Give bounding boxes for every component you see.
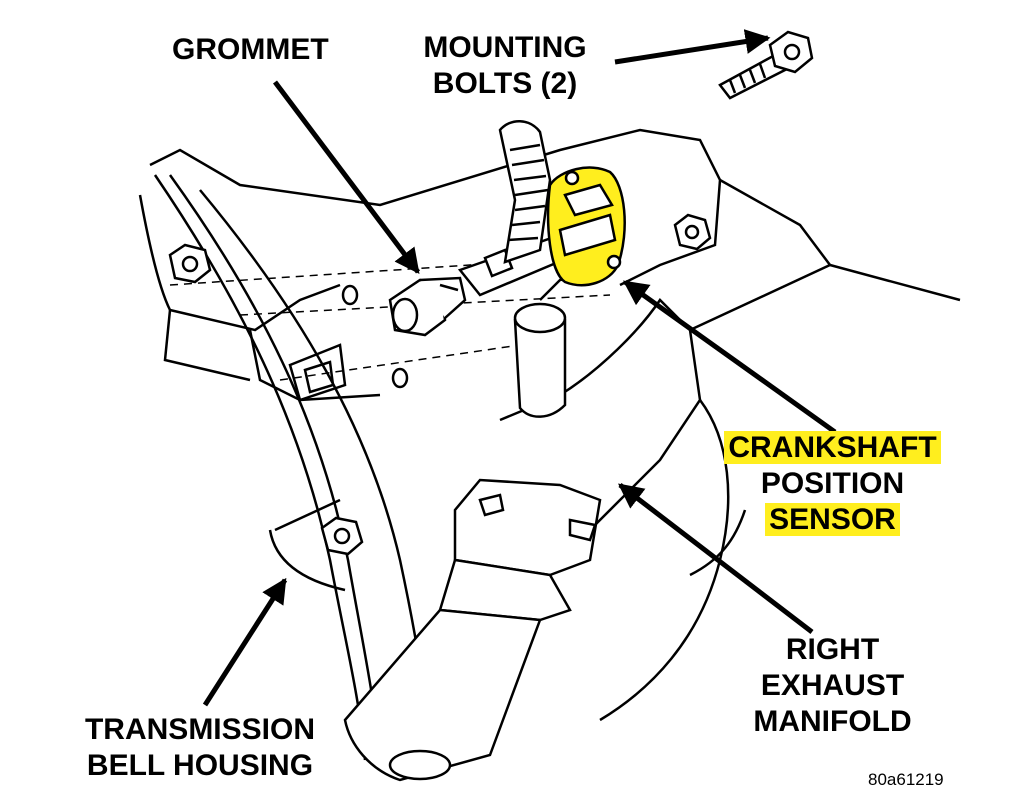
- transmission-bell-housing-label: TRANSMISSION BELL HOUSING: [55, 712, 345, 784]
- exhaust-line-3: MANIFOLD: [753, 705, 912, 738]
- bell-line-1: TRANSMISSION: [84, 713, 315, 746]
- engine-bolt-right: [673, 213, 712, 251]
- mounting-bolts-arrow: [614, 29, 771, 65]
- figure-id: 80a61219: [868, 770, 944, 789]
- exhaust-line-2: EXHAUST: [760, 669, 905, 702]
- grommet-arrow: [273, 80, 420, 274]
- crankshaft-position-sensor: [546, 166, 626, 287]
- mounting-bolts-line-1: MOUNTING: [423, 31, 587, 64]
- bracket: [288, 343, 347, 402]
- right-exhaust-manifold-label: RIGHT EXHAUST MANIFOLD: [725, 632, 940, 740]
- grommet: [388, 276, 467, 337]
- bell-line-2: BELL HOUSING: [86, 749, 314, 782]
- crankshaft-sensor-arrow: [622, 279, 837, 435]
- exhaust-manifold: [343, 298, 702, 782]
- engine-block-outline: [149, 128, 961, 332]
- bell-housing-bolt-lower: [320, 516, 364, 556]
- sensor-wire: [498, 120, 552, 264]
- bell-housing-bolt-upper: [168, 243, 212, 284]
- mounting-holes: [341, 284, 409, 389]
- ckp-line-1: CRANKSHAFT: [724, 431, 941, 464]
- mounting-bolts-line-2: BOLTS (2): [432, 67, 578, 100]
- leader-arrows: [202, 29, 837, 707]
- grommet-label: GROMMET: [172, 33, 329, 66]
- bell-housing-arrow: [202, 577, 288, 707]
- exhaust-line-1: RIGHT: [785, 633, 880, 666]
- exhaust-manifold-arrow: [618, 483, 814, 634]
- mounting-bolts-label: MOUNTING BOLTS (2): [400, 30, 610, 102]
- ckp-line-2: POSITION: [760, 467, 905, 500]
- crankshaft-position-sensor-label: CRANKSHAFT POSITION SENSOR: [700, 430, 965, 538]
- mounting-bolt: [718, 30, 814, 100]
- ckp-line-3: SENSOR: [765, 503, 900, 536]
